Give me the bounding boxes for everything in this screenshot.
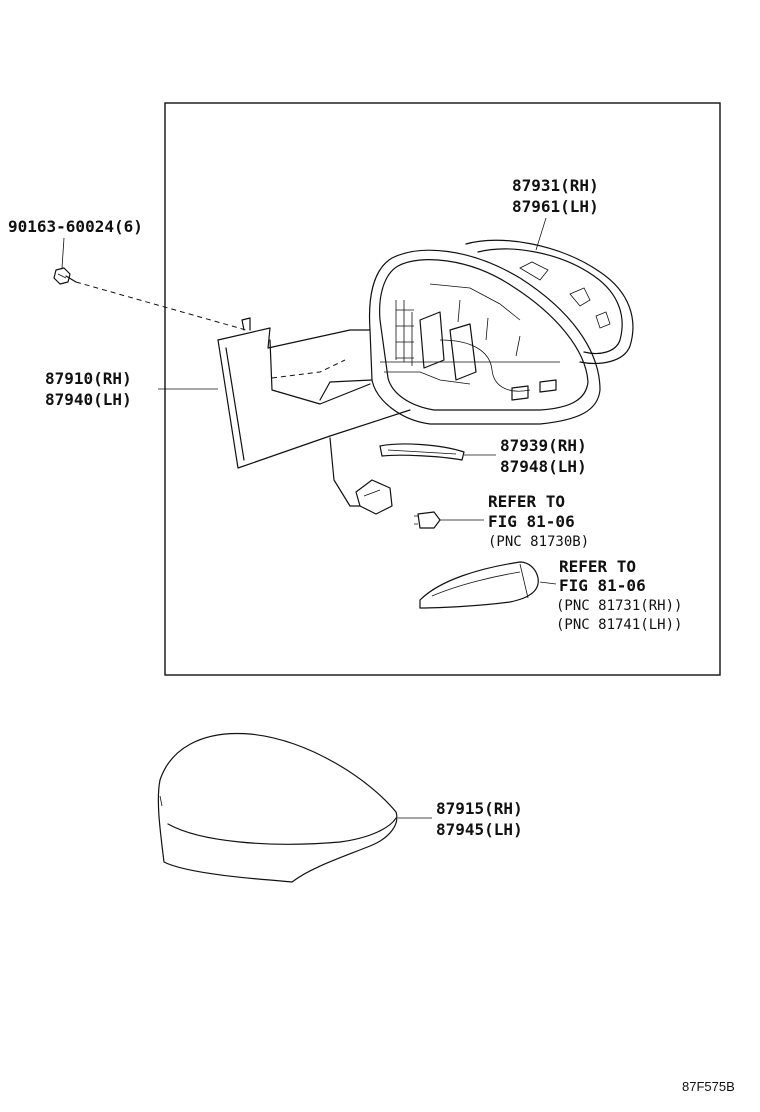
- mirror-glass-part: [465, 239, 634, 365]
- mirror-leader: [535, 217, 547, 251]
- label-refer1-a: REFER TO: [488, 492, 565, 511]
- label-cover-rh: 87915(RH): [436, 799, 523, 818]
- lamp-strip-part: [379, 443, 465, 461]
- label-refer2-d: (PNC 81741(LH)): [556, 617, 682, 633]
- label-refer2-a: REFER TO: [559, 557, 636, 576]
- label-refer2-b: FIG 81-06: [559, 576, 646, 595]
- bulb-part: [414, 511, 441, 529]
- mirror-cover-part: [157, 732, 398, 883]
- screw-leader: [61, 237, 65, 269]
- label-outer-rh: 87910(RH): [45, 369, 132, 388]
- screw-leader-dash: [75, 281, 247, 331]
- label-mirror-rh: 87931(RH): [512, 176, 599, 195]
- figure-code: 87F575B: [682, 1079, 735, 1094]
- label-refer1-c: (PNC 81730B): [488, 534, 589, 550]
- label-screw: 90163-60024(6): [8, 217, 143, 236]
- screw-part: [53, 267, 77, 285]
- label-cover-lh: 87945(LH): [436, 820, 523, 839]
- label-lamp-rh: 87939(RH): [500, 436, 587, 455]
- label-lamp-lh: 87948(LH): [500, 457, 587, 476]
- mirror-base-part: [217, 317, 411, 515]
- turn-lens-part: [419, 561, 539, 609]
- lens-leader: [539, 581, 557, 585]
- label-outer-lh: 87940(LH): [45, 390, 132, 409]
- label-refer1-b: FIG 81-06: [488, 512, 575, 531]
- label-mirror-lh: 87961(LH): [512, 197, 599, 216]
- mirror-housing-part: [319, 249, 601, 425]
- label-refer2-c: (PNC 81731(RH)): [556, 598, 682, 614]
